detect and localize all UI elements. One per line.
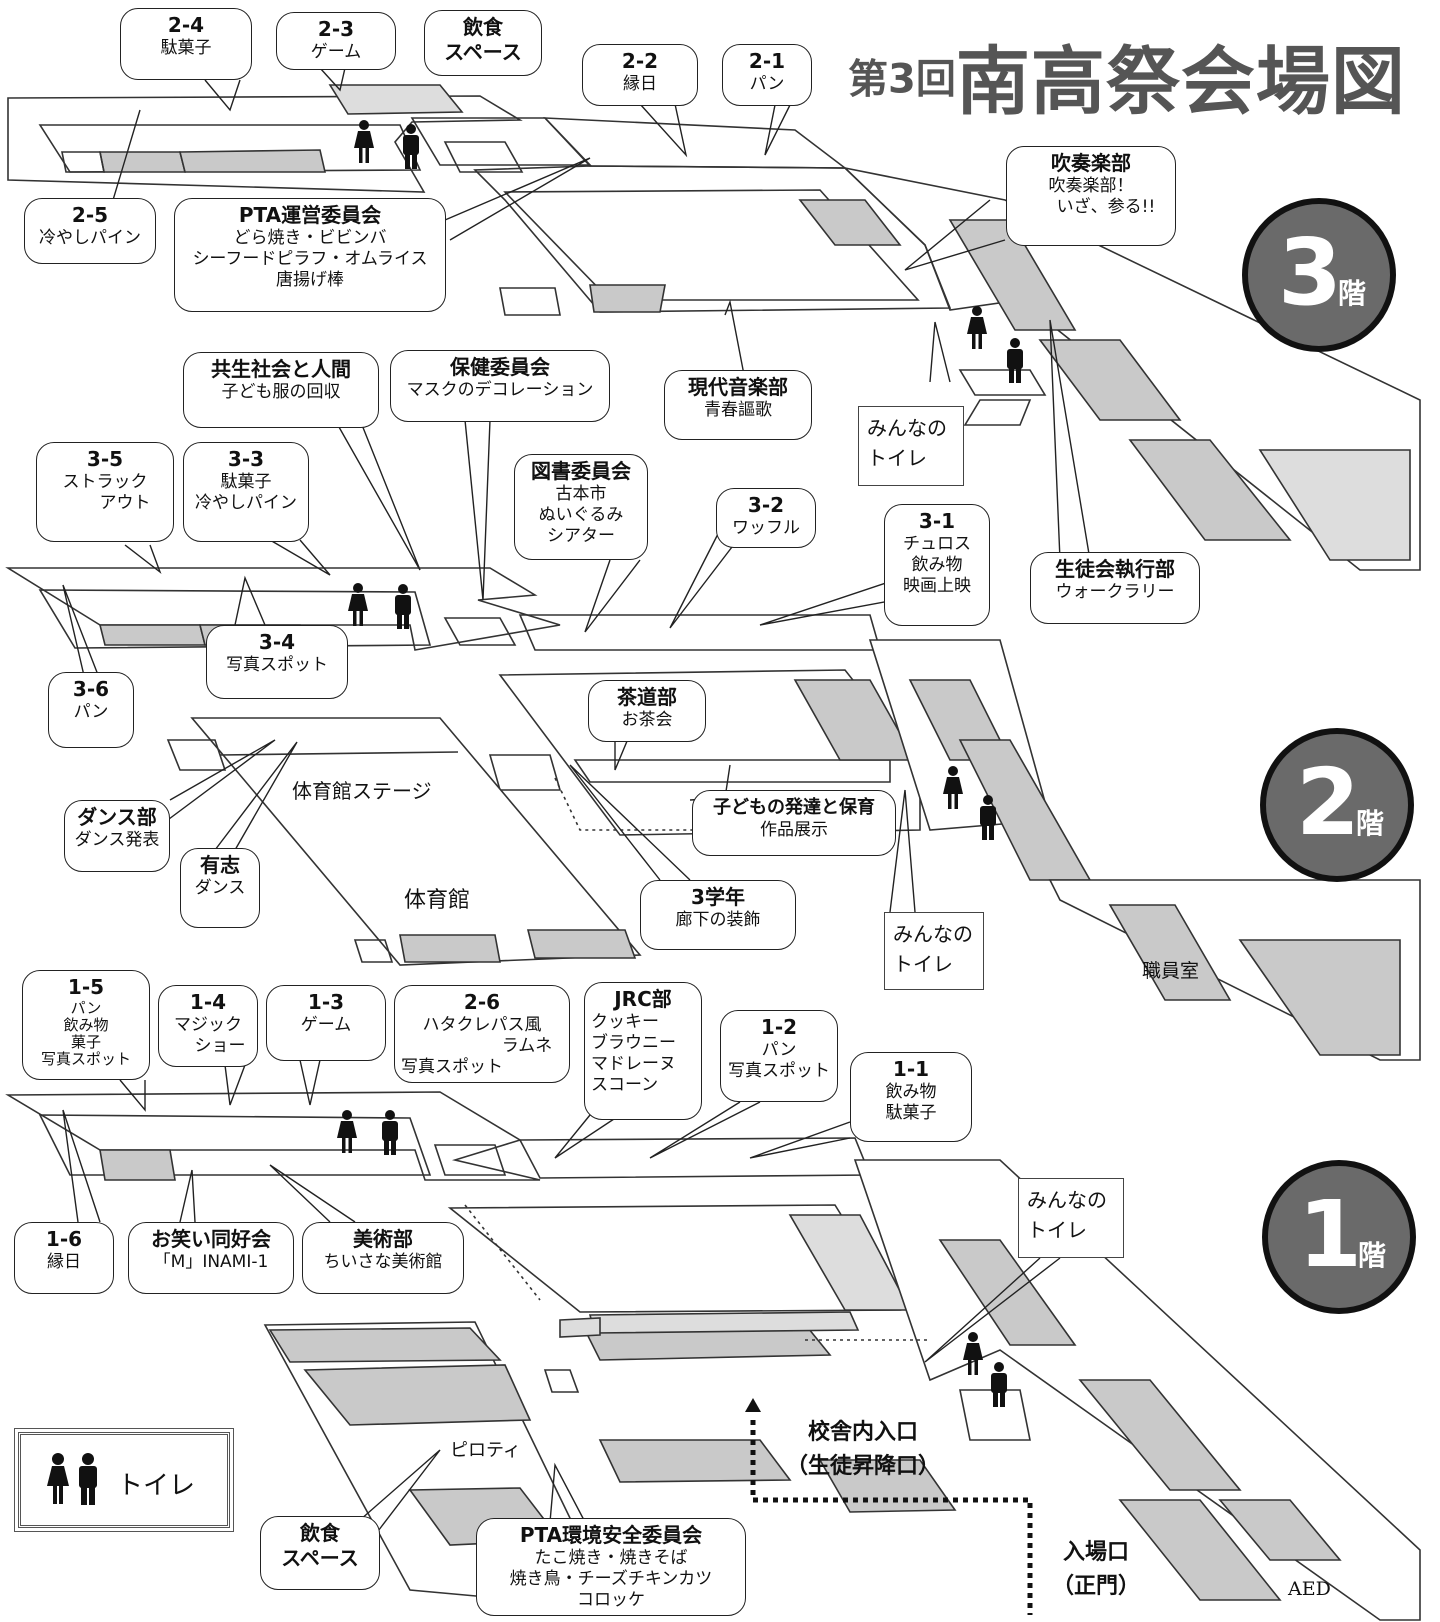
label-staff-room: 職員室 <box>1142 960 1200 982</box>
entrance-arrowhead <box>745 1398 761 1412</box>
callout-kyosei-shakai[interactable]: 共生社会と人間子ども服の回収 <box>183 352 379 428</box>
floor2-plan <box>5 567 1421 1061</box>
callout-dance-bu[interactable]: ダンス部ダンス発表 <box>64 800 170 872</box>
callout-jrc-bu[interactable]: JRC部クッキーブラウニーマドレーヌスコーン <box>584 982 702 1120</box>
universal-toilet-3f: みんなのトイレ <box>858 406 964 486</box>
callout-kodomo-hattatsu[interactable]: 子どもの発達と保育作品展示 <box>692 790 896 856</box>
callout-owarai[interactable]: お笑い同好会「M」INAMI-1 <box>128 1222 294 1294</box>
callout-seitokai[interactable]: 生徒会執行部ウォークラリー <box>1030 552 1200 624</box>
map-title: 第3回南高祭会場図 <box>848 22 1406 129</box>
toilet-markers <box>337 120 1023 1407</box>
callout-pta-kankyo[interactable]: PTA環境安全委員会たこ焼き・焼きそば焼き鳥・チーズチキンカツコロッケ <box>476 1518 746 1616</box>
callout-pointers <box>62 67 1091 1536</box>
entrance-route <box>750 1420 1033 1615</box>
callout-suisogaku[interactable]: 吹奏楽部吹奏楽部！いざ、参る!! <box>1006 146 1176 246</box>
title-main: 南高祭会場図 <box>955 39 1406 125</box>
callout-sadobu[interactable]: 茶道部お茶会 <box>588 680 706 742</box>
label-gym-stage: 体育館ステージ <box>292 779 432 803</box>
school-entrance-label: 校舎内入口（生徒昇降口） <box>786 1420 941 1479</box>
title-prefix: 第3回 <box>848 56 956 103</box>
callout-bijutsu-bu[interactable]: 美術部ちいさな美術館 <box>302 1222 464 1294</box>
toilet-legend: トイレ <box>14 1428 234 1532</box>
callout-food-space-1f[interactable]: 飲食スペース <box>260 1516 380 1590</box>
toilet-legend-icon <box>47 1453 97 1505</box>
floor3-plan <box>7 84 1421 571</box>
universal-toilet-1f: みんなのトイレ <box>1018 1178 1124 1258</box>
callout-hoken-iinkai[interactable]: 保健委員会マスクのデコレーション <box>390 350 610 422</box>
callout-food-space-3f[interactable]: 飲食スペース <box>424 10 542 76</box>
callout-yushi[interactable]: 有志ダンス <box>180 848 260 928</box>
label-gym: 体育館 <box>404 888 471 913</box>
label-piloti: ピロティ <box>450 1440 521 1461</box>
callout-gendai-ongaku[interactable]: 現代音楽部青春謳歌 <box>664 370 812 440</box>
callout-tosho-iinkai[interactable]: 図書委員会古本市ぬいぐるみシアター <box>514 454 648 560</box>
callout-pta-unei[interactable]: PTA運営委員会どら焼き・ビビンバシーフードピラフ・オムライス唐揚げ棒 <box>174 198 446 312</box>
main-gate-label: 入場口（正門） <box>1052 1540 1141 1599</box>
label-aed: AED <box>1288 1578 1331 1600</box>
callout-gakunen-3[interactable]: 3学年廊下の装飾 <box>640 880 796 950</box>
universal-toilet-2f: みんなのトイレ <box>884 912 984 990</box>
legend-label: トイレ <box>117 1471 196 1501</box>
